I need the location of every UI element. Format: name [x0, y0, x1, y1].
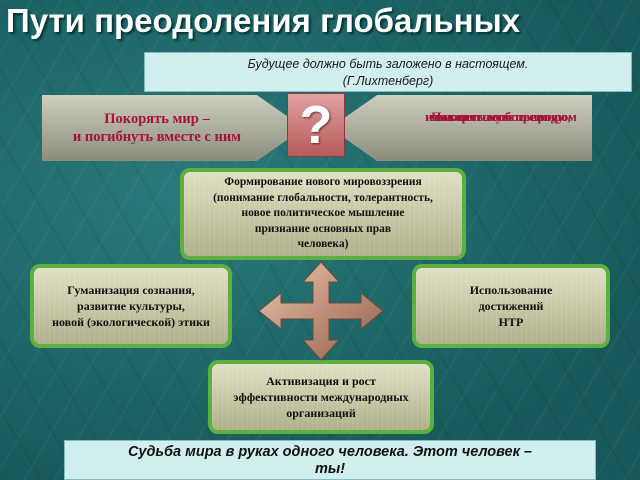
box-humanization-line2: развитие культуры, — [77, 299, 185, 313]
choice-right-arrow: Покорять собственную, человеческую приро… — [330, 95, 592, 161]
box-worldview-line2: (понимание глобальности, толерантность, — [213, 191, 433, 204]
box-ntr-line2: достижений — [478, 299, 544, 313]
box-humanization-line3: новой (экологической) этики — [52, 315, 210, 329]
choice-right-line2: человеческую природу - — [430, 109, 572, 124]
four-way-arrow-shape — [258, 261, 384, 361]
page-title: Пути преодоления глобальных — [6, 2, 521, 39]
choice-left-line1: Покорять мир – — [104, 111, 210, 127]
box-international-line1: Активизация и рост — [266, 374, 376, 388]
box-ntr-line3: НТР — [498, 315, 524, 329]
footer-line1: Судьба мира в руках одного человека. Это… — [127, 444, 533, 460]
choice-right-line3: и выжить вместе с миром — [425, 109, 577, 124]
quote-panel: Будущее должно быть заложено в настоящем… — [144, 52, 632, 92]
choice-left-line2: и погибнуть вместе с ним — [72, 129, 242, 145]
quote-author: (Г.Лихтенберг) — [342, 74, 434, 88]
box-worldview-line3: новое политическое мышление — [241, 207, 405, 220]
box-worldview-line4: признание основных прав — [254, 222, 392, 235]
box-worldview: Формирование нового мировоззрения (поним… — [180, 168, 466, 260]
box-international-line3: организаций — [286, 406, 356, 420]
quote-text: Будущее должно быть заложено в настоящем… — [247, 57, 529, 71]
choice-right-line1: Покорять собственную, — [431, 109, 571, 124]
choice-left-text: Покорять мир – и погибнуть вместе с ним — [42, 110, 272, 146]
box-humanization-line1: Гуманизация сознания, — [67, 283, 195, 297]
box-international: Активизация и рост эффективности междуна… — [208, 360, 434, 434]
box-ntr: Использование достижений НТР — [412, 264, 610, 348]
box-international-line2: эффективности международных — [233, 390, 409, 404]
footer-panel: Судьба мира в руках одного человека. Это… — [64, 440, 596, 480]
choice-left-arrow: Покорять мир – и погибнуть вместе с ним — [42, 95, 304, 161]
question-mark-icon: ? — [287, 93, 345, 157]
four-way-arrow-icon — [258, 261, 384, 361]
box-worldview-line1: Формирование нового мировоззрения — [224, 176, 422, 189]
box-humanization: Гуманизация сознания, развитие культуры,… — [30, 264, 232, 348]
question-mark-glyph: ? — [299, 95, 333, 155]
box-ntr-line1: Использование — [469, 283, 553, 297]
box-worldview-line5: человека) — [297, 238, 349, 251]
footer-line2: ты! — [314, 461, 346, 477]
